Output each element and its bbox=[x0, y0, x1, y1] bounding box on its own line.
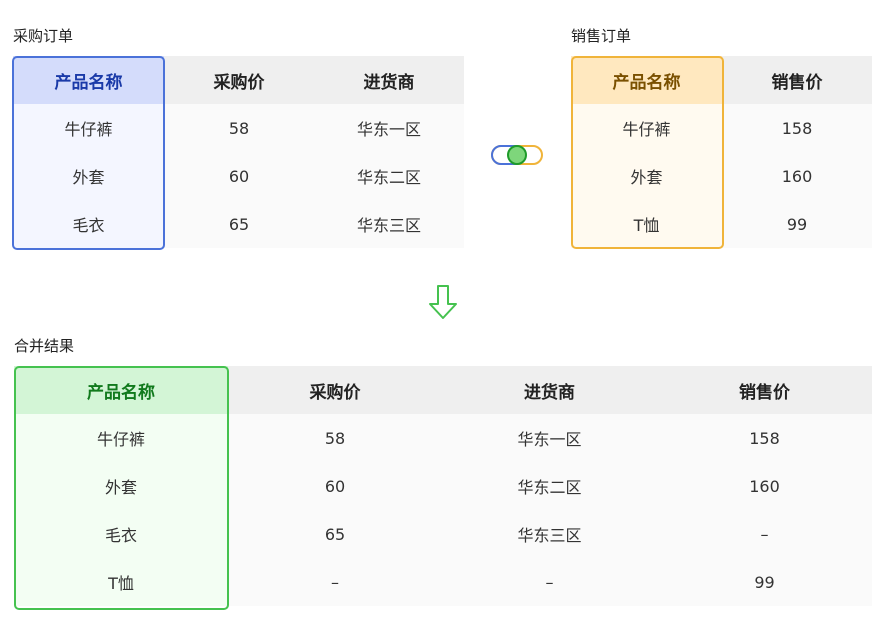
cell-product-name: 外套 bbox=[13, 152, 164, 200]
column-header-sales-price: 销售价 bbox=[722, 56, 872, 104]
column-header-product-name: 产品名称 bbox=[571, 56, 722, 104]
merged-table: 产品名称 采购价 进货商 销售价 牛仔裤 58 华东一区 158 外套 60 华… bbox=[14, 366, 872, 606]
column-header-sales-price: 销售价 bbox=[657, 366, 872, 414]
cell-product-name: T恤 bbox=[14, 558, 228, 606]
table-row: 毛衣 65 华东三区 – bbox=[14, 510, 872, 558]
arrow-down-icon bbox=[429, 285, 457, 319]
table-row: 牛仔裤 58 华东一区 158 bbox=[14, 414, 872, 462]
cell-supplier: 华东一区 bbox=[442, 414, 657, 462]
table-row: T恤 – – 99 bbox=[14, 558, 872, 606]
cell-supplier: 华东三区 bbox=[314, 200, 464, 248]
cell-purchase-price: 65 bbox=[164, 200, 314, 248]
cell-product-name: 毛衣 bbox=[13, 200, 164, 248]
cell-supplier: 华东二区 bbox=[314, 152, 464, 200]
cell-supplier: 华东二区 bbox=[442, 462, 657, 510]
cell-purchase-price: 60 bbox=[228, 462, 442, 510]
column-header-product-name: 产品名称 bbox=[13, 56, 164, 104]
cell-supplier: 华东三区 bbox=[442, 510, 657, 558]
merged-caption: 合并结果 bbox=[14, 337, 75, 355]
cell-purchase-price: 58 bbox=[164, 104, 314, 152]
cell-purchase-price: 60 bbox=[164, 152, 314, 200]
cell-sales-price: 160 bbox=[722, 152, 872, 200]
cell-product-name: T恤 bbox=[571, 200, 722, 248]
table-row: 毛衣 65 华东三区 bbox=[13, 200, 464, 248]
table-row: 外套 60 华东二区 160 bbox=[14, 462, 872, 510]
table-row: 牛仔裤 158 bbox=[571, 104, 872, 152]
cell-sales-price: 99 bbox=[722, 200, 872, 248]
table-row: 牛仔裤 58 华东一区 bbox=[13, 104, 464, 152]
cell-sales-price: 158 bbox=[722, 104, 872, 152]
table-row: 外套 60 华东二区 bbox=[13, 152, 464, 200]
column-header-supplier: 进货商 bbox=[442, 366, 657, 414]
column-header-supplier: 进货商 bbox=[314, 56, 464, 104]
full-outer-join-icon bbox=[491, 145, 543, 165]
column-header-purchase-price: 采购价 bbox=[164, 56, 314, 104]
table-row: T恤 99 bbox=[571, 200, 872, 248]
cell-purchase-price: 65 bbox=[228, 510, 442, 558]
cell-purchase-price: 58 bbox=[228, 414, 442, 462]
cell-product-name: 外套 bbox=[14, 462, 228, 510]
cell-supplier: – bbox=[442, 558, 657, 606]
table-row: 外套 160 bbox=[571, 152, 872, 200]
cell-sales-price: 158 bbox=[657, 414, 872, 462]
table-header-row: 产品名称 采购价 进货商 销售价 bbox=[14, 366, 872, 414]
cell-product-name: 牛仔裤 bbox=[571, 104, 722, 152]
sales-table: 产品名称 销售价 牛仔裤 158 外套 160 T恤 99 bbox=[571, 56, 872, 248]
purchase-table: 产品名称 采购价 进货商 牛仔裤 58 华东一区 外套 60 华东二区 毛衣 6… bbox=[13, 56, 464, 248]
table-header-row: 产品名称 采购价 进货商 bbox=[13, 56, 464, 104]
table-header-row: 产品名称 销售价 bbox=[571, 56, 872, 104]
cell-supplier: 华东一区 bbox=[314, 104, 464, 152]
cell-product-name: 牛仔裤 bbox=[14, 414, 228, 462]
cell-product-name: 毛衣 bbox=[14, 510, 228, 558]
cell-sales-price: 99 bbox=[657, 558, 872, 606]
cell-purchase-price: – bbox=[228, 558, 442, 606]
cell-sales-price: 160 bbox=[657, 462, 872, 510]
column-header-product-name: 产品名称 bbox=[14, 366, 228, 414]
sales-caption: 销售订单 bbox=[571, 27, 632, 45]
cell-product-name: 牛仔裤 bbox=[13, 104, 164, 152]
cell-product-name: 外套 bbox=[571, 152, 722, 200]
column-header-purchase-price: 采购价 bbox=[228, 366, 442, 414]
cell-sales-price: – bbox=[657, 510, 872, 558]
purchase-caption: 采购订单 bbox=[13, 27, 74, 45]
